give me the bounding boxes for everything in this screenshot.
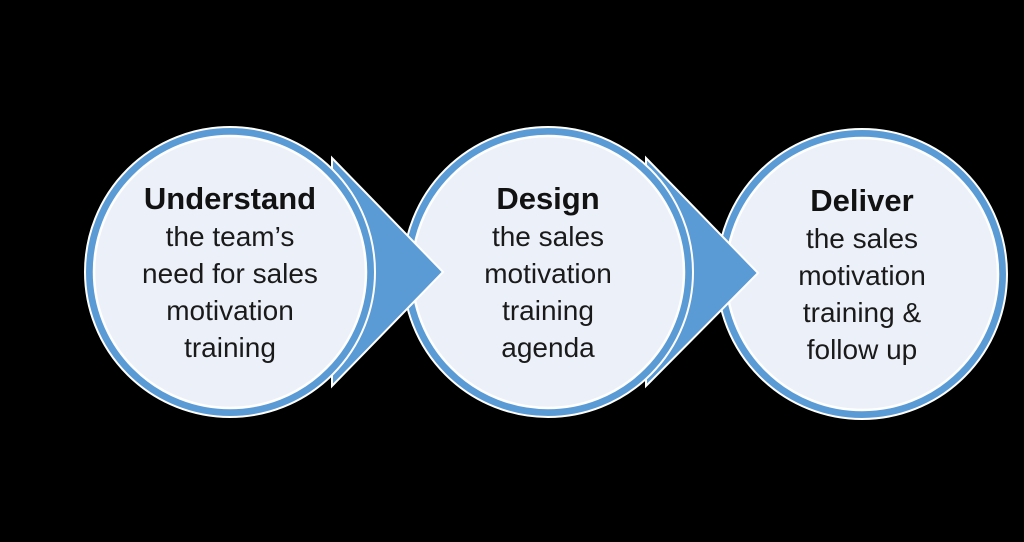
step-understand-label: Understand the team’s need for sales mot… <box>142 181 318 363</box>
step-line: training <box>184 332 276 363</box>
step-line: agenda <box>501 332 595 363</box>
step-line: the team’s <box>166 221 295 252</box>
understand-circle-fill <box>92 134 368 410</box>
step-line: motivation <box>484 258 612 289</box>
step-title: Design <box>496 181 599 216</box>
step-line: training <box>502 295 594 326</box>
step-deliver-shape <box>716 128 1008 420</box>
step-line: training & <box>803 297 922 328</box>
step-deliver-label: Deliver the sales motivation training & … <box>798 183 926 365</box>
step-line: the sales <box>492 221 604 252</box>
step-design-label: Design the sales motivation training age… <box>484 181 612 363</box>
step-title: Deliver <box>810 183 913 218</box>
step-understand-shape <box>84 126 376 418</box>
step-line: follow up <box>807 334 918 365</box>
step-title: Understand <box>144 181 316 216</box>
step-line: motivation <box>798 260 926 291</box>
step-line: motivation <box>166 295 294 326</box>
step-design-shape <box>402 126 694 418</box>
step-line: the sales <box>806 223 918 254</box>
step-line: need for sales <box>142 258 318 289</box>
